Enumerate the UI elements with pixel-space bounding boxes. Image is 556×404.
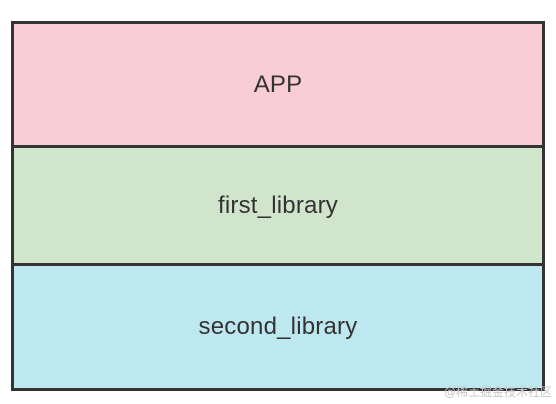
layer-second-library-label: second_library xyxy=(198,313,358,340)
layer-app-label: APP xyxy=(253,70,303,98)
layer-app: APP xyxy=(14,24,542,148)
layer-second-library: second_library xyxy=(14,266,542,388)
watermark: @稀土掘金技术社区 xyxy=(443,385,552,399)
layer-first-library-label: first_library xyxy=(218,191,338,219)
layer-stack-diagram: APP first_library second_library xyxy=(11,21,545,391)
layer-first-library: first_library xyxy=(14,148,542,266)
